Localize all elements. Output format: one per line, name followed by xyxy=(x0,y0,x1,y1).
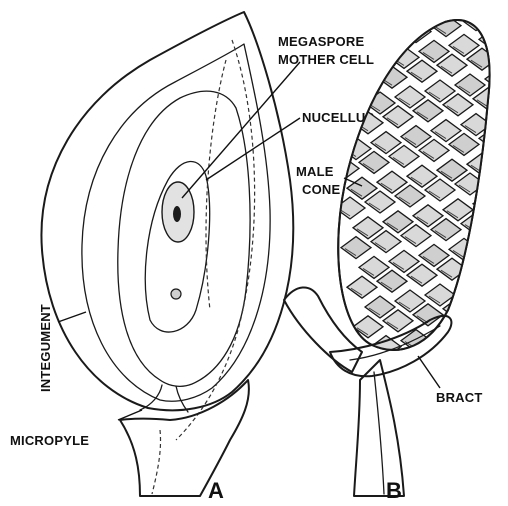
label-bract: BRACT xyxy=(436,390,483,405)
cone-scale-shade xyxy=(495,219,506,226)
cone-scale-shade xyxy=(333,169,344,176)
cone-scale-shade xyxy=(357,25,368,32)
leader-bract xyxy=(418,356,440,388)
cone-scale xyxy=(467,252,497,274)
cone-scale xyxy=(347,72,377,94)
cone-scale xyxy=(335,0,365,15)
leader-nucellus xyxy=(206,118,300,180)
cone-scale-shade xyxy=(405,33,416,40)
megaspore-nucleus xyxy=(173,206,181,222)
label-cone: CONE xyxy=(302,182,340,197)
panel-label-b: B xyxy=(386,478,402,503)
cone-scale xyxy=(473,292,503,314)
cone-scale-shade xyxy=(327,130,338,137)
cone-scale xyxy=(413,1,443,23)
cone-scale-shade xyxy=(309,11,320,18)
ovule-figure-a xyxy=(41,12,293,496)
cone-scale-shade xyxy=(489,179,500,186)
cone-scale xyxy=(503,187,508,209)
cone-scale-shade xyxy=(339,5,350,12)
cone-scale xyxy=(503,286,508,308)
inner-dashed-line-2 xyxy=(206,60,226,310)
cone-scale-shade xyxy=(417,13,428,20)
cone-scale xyxy=(485,167,508,189)
cone-scale-shade xyxy=(477,1,488,8)
cone-scale-shade xyxy=(465,330,476,337)
cone-scale-shade xyxy=(501,258,508,265)
cone-scale-shade xyxy=(375,39,386,46)
cone-scale xyxy=(485,272,508,294)
cone-scale xyxy=(317,78,347,100)
label-micropyle: MICROPYLE xyxy=(10,433,89,448)
panel-label-a: A xyxy=(208,478,224,503)
cone-scale xyxy=(443,0,473,17)
cone-scale-shade xyxy=(501,159,508,166)
cone-scale xyxy=(353,13,383,35)
label-integument: INTEGUMENT xyxy=(38,304,53,392)
cone-scale xyxy=(503,82,508,104)
cone-scale-shade xyxy=(369,0,380,6)
cone-scale-shade xyxy=(489,80,500,87)
label-megaspore-line2: MOTHER CELL xyxy=(278,52,374,67)
cone-scale xyxy=(491,312,508,334)
cone-scale xyxy=(497,42,508,64)
cone-scale xyxy=(491,3,508,25)
cone-scale xyxy=(461,318,491,340)
cone-scale xyxy=(491,108,508,130)
small-cell-dot xyxy=(171,289,181,299)
cone-scale xyxy=(395,0,425,3)
cone-scale xyxy=(371,27,401,49)
ovule-stalk xyxy=(120,380,249,496)
cone-scale-shade xyxy=(351,84,362,91)
cone-scale-shade xyxy=(495,120,506,127)
cone-scale-shade xyxy=(333,70,344,77)
cone-scale-shade xyxy=(495,15,506,22)
cone-scale xyxy=(455,278,485,300)
cone-scale-shade xyxy=(459,290,470,297)
cone-scale xyxy=(497,147,508,169)
cone-scale xyxy=(305,0,335,21)
cone-scale-shade xyxy=(387,19,398,26)
cone-scale-shade xyxy=(447,7,458,14)
cone-scale xyxy=(497,246,508,268)
male-cone-figure-b xyxy=(284,0,508,496)
cone-scale xyxy=(479,232,508,254)
cone-scale-shade xyxy=(501,54,508,61)
label-megaspore-line1: MEGASPORE xyxy=(278,34,364,49)
cone-scale-shade xyxy=(483,244,494,251)
label-male: MALE xyxy=(296,164,334,179)
cone-scale xyxy=(365,0,395,9)
cone-scale-shade xyxy=(477,205,488,212)
cone-scale xyxy=(491,207,508,229)
cone-scale-shade xyxy=(321,90,332,97)
cone-scale-shade xyxy=(489,284,500,291)
cone-scale xyxy=(473,0,503,11)
branch-lines xyxy=(374,372,384,494)
cone-scale xyxy=(383,7,413,29)
cone-scale xyxy=(473,193,503,215)
cone-scale-shade xyxy=(477,304,488,311)
cone-scale-shade xyxy=(495,324,506,331)
leader-integument xyxy=(58,312,86,322)
cone-scale-shade xyxy=(471,264,482,271)
cone-scale xyxy=(503,0,508,5)
stalk-dashed xyxy=(152,430,161,494)
